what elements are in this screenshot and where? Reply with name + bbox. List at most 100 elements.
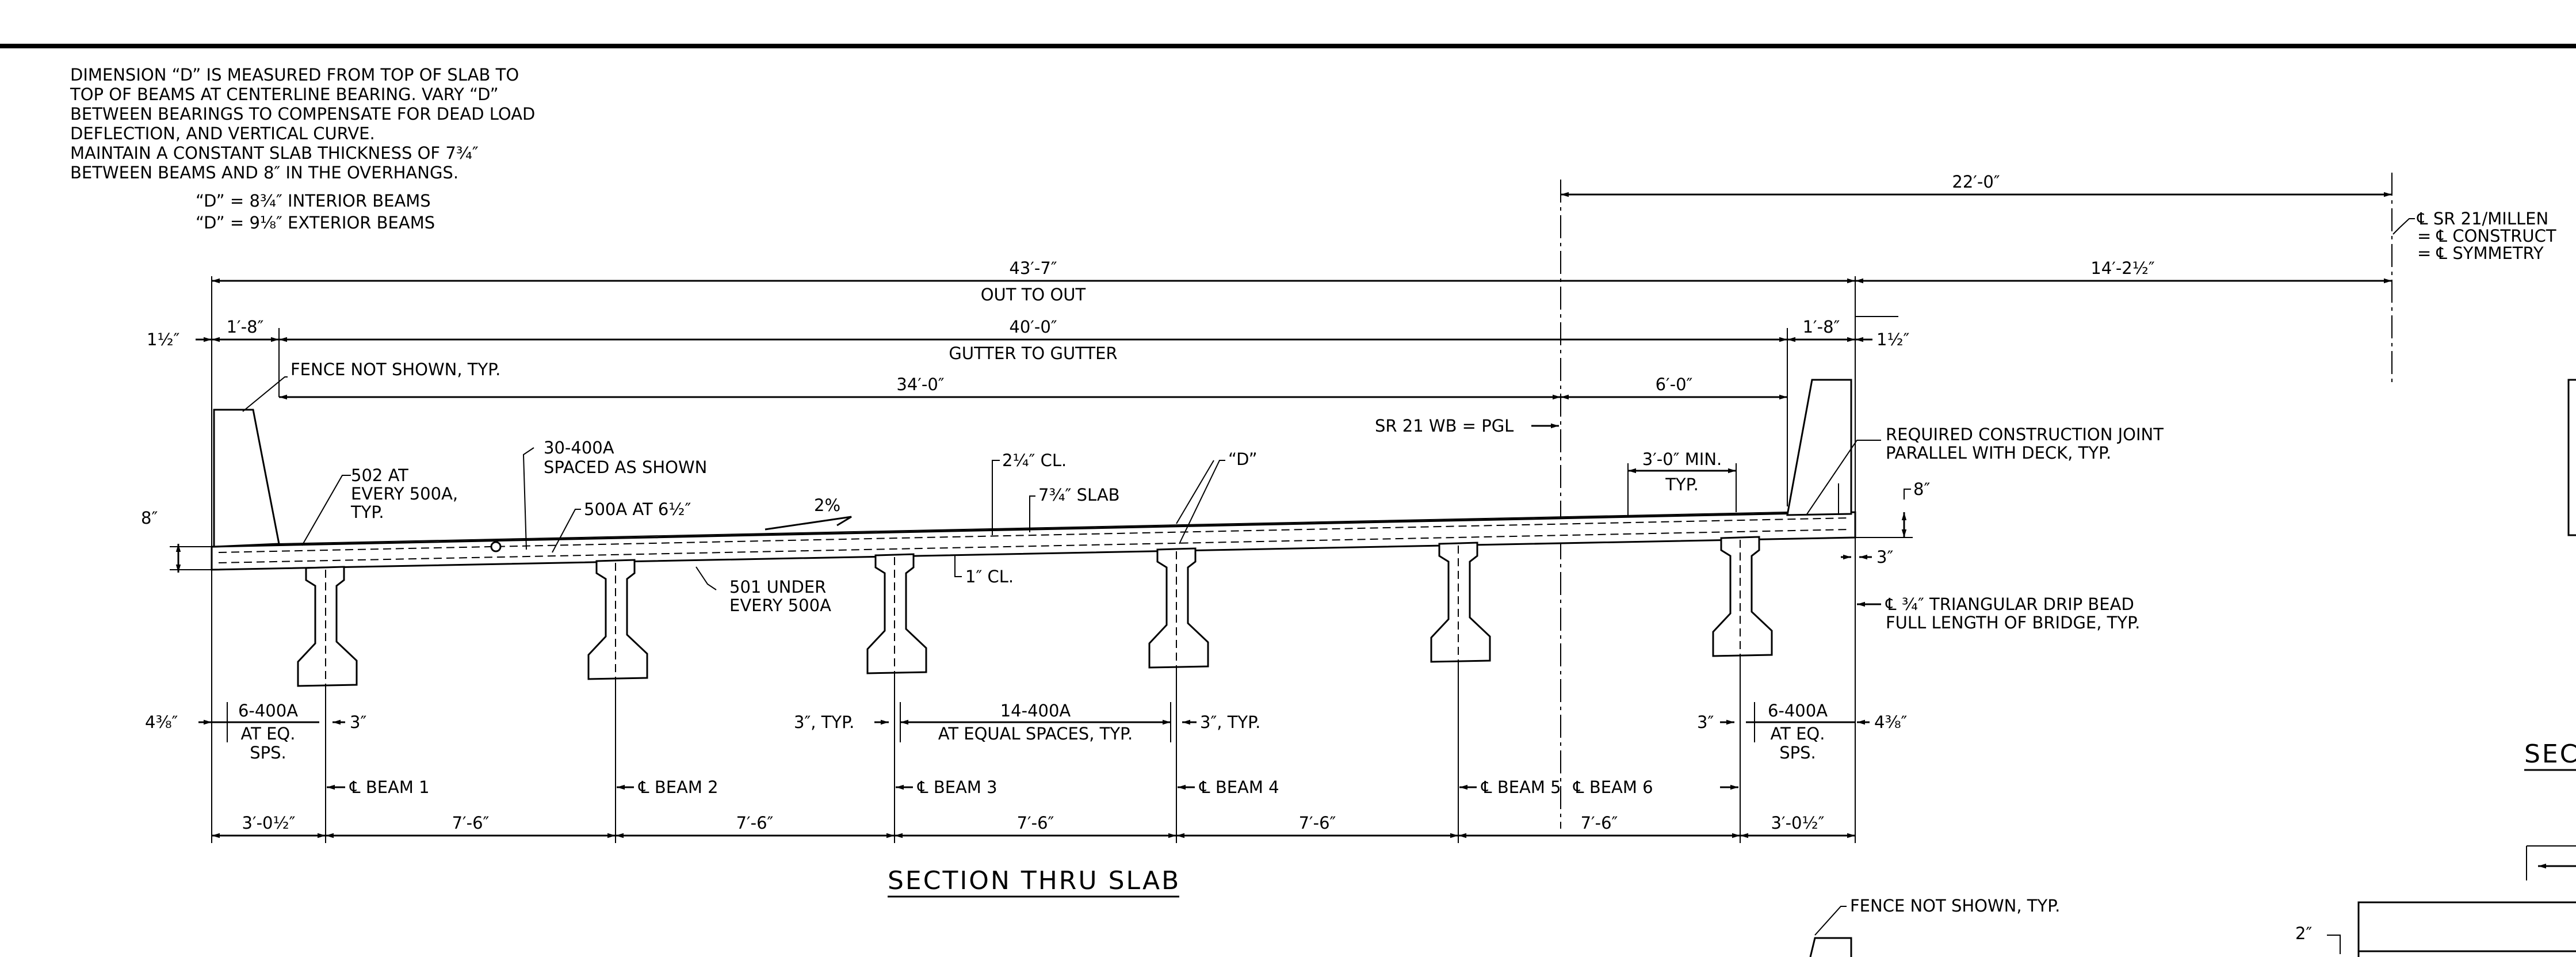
rebar-6-left-label3: SPS.: [250, 743, 286, 762]
beam-4: [1148, 547, 1209, 669]
slab-thickness-label: 7¾″ SLAB: [1038, 485, 1120, 505]
rebar-6-right-label2: AT EQ.: [1771, 724, 1825, 744]
note-line: TOP OF BEAMS AT CENTERLINE BEARING. VARY…: [70, 85, 499, 104]
bottom-reinforcement: [218, 529, 1850, 563]
dim-d-label: “D”: [1228, 449, 1258, 469]
beam-3-label: ℄ BEAM 3: [917, 777, 997, 797]
dim-14ft-label: 14′-2½″: [2090, 258, 2155, 278]
typ-label: TYP.: [1665, 475, 1699, 494]
beam-5-label: ℄ BEAM 5: [1481, 777, 1561, 797]
section-title: SECTION THRU SLAB: [888, 866, 1180, 895]
dim-6ft-label: 6′-0″: [1656, 375, 1693, 394]
slope-arrow: [765, 516, 852, 531]
fence-label: FENCE NOT SHOWN, TYP.: [291, 360, 500, 379]
pgl-label: SR 21 WB = PGL: [1375, 416, 1514, 436]
dim-overhang-right-label: 3′-0½″: [1771, 813, 1825, 833]
note-line: BETWEEN BEAMS AND 8″ IN THE OVERHANGS.: [70, 163, 458, 182]
note-line: MAINTAIN A CONSTANT SLAB THICKNESS OF 7¾…: [70, 143, 479, 163]
beam-3: [866, 553, 927, 674]
rebar-14-label: 14-400A: [1000, 701, 1071, 720]
beam-4-label: ℄ BEAM 4: [1199, 777, 1279, 797]
fence-leader-lower: [1814, 906, 1847, 936]
rebar-500-label: 500A AT 6½″: [584, 500, 691, 519]
dim-3in-right-label: 3″: [1876, 547, 1893, 567]
rebar-14-label2: AT EQUAL SPACES, TYP.: [938, 724, 1133, 744]
deck-slab: [211, 511, 1856, 571]
fence-label-lower: FENCE NOT SHOWN, TYP.: [1850, 896, 2060, 916]
beam-2-label: ℄ BEAM 2: [638, 777, 718, 797]
bridge-centerline-label: ℄ SR 21/MILLEN = ℄ CONSTRUCT = ℄ SYMMETR…: [2392, 209, 2556, 263]
rebar-502-label3: TYP.: [350, 502, 384, 522]
dim-half-left-label: 1½″: [147, 330, 180, 349]
general-notes: DIMENSION “D” IS MEASURED FROM TOP OF SL…: [70, 65, 535, 232]
beam-5: [1430, 542, 1491, 663]
out-to-out-label: OUT TO OUT: [981, 285, 1086, 304]
joint-label2: PARALLEL WITH DECK, TYP.: [1886, 443, 2111, 463]
dim-43ft-label: 43′-7″: [1009, 258, 1057, 278]
dim-438-right-label: 4⅜″: [1874, 712, 1908, 732]
parapet-right: [1786, 379, 1852, 516]
rebar-6-left-label: 6-400A: [238, 701, 298, 720]
dim-spacing-label: 7′-6″: [452, 813, 490, 833]
partial-section-title: SEC: [2524, 739, 2576, 769]
joint-label: REQUIRED CONSTRUCTION JOINT: [1886, 425, 2164, 444]
centerline-text: = ℄ CONSTRUCT: [2417, 226, 2556, 246]
rebar-502-label2: EVERY 500A,: [351, 484, 458, 504]
rebar-501-label2: EVERY 500A: [729, 596, 831, 615]
note-line: DEFLECTION, AND VERTICAL CURVE.: [70, 124, 375, 143]
dim-8in-left-label: 8″: [141, 508, 158, 528]
rebar-6-right-label3: SPS.: [1779, 743, 1816, 762]
beam-1: [297, 566, 358, 687]
dim-spacing-label: 7′-6″: [736, 813, 774, 833]
parapet-lower: [1809, 937, 1852, 957]
dim-1ft8-right-label: 1′-8″: [1803, 317, 1840, 337]
dim-22ft-label: 22′-0″: [1952, 172, 2000, 192]
partial-parapet-right: [2567, 379, 2576, 536]
note-line: BETWEEN BEARINGS TO COMPENSATE FOR DEAD …: [70, 104, 535, 124]
drip-label: ℄ ¾″ TRIANGULAR DRIP BEAD: [1885, 594, 2134, 614]
partial-2in-label: 2″: [2295, 924, 2312, 943]
rebar-6-right-label: 6-400A: [1768, 701, 1828, 720]
drip-label2: FULL LENGTH OF BRIDGE, TYP.: [1886, 613, 2140, 632]
beam-6-label: ℄ BEAM 6: [1573, 777, 1653, 797]
dim-34ft-label: 34′-0″: [896, 375, 944, 394]
beam-1-label: ℄ BEAM 1: [349, 777, 430, 797]
note-line: DIMENSION “D” IS MEASURED FROM TOP OF SL…: [70, 65, 519, 85]
centerline-text: = ℄ SYMMETRY: [2417, 243, 2544, 263]
dim-1ft8-left-label: 1′-8″: [227, 317, 264, 337]
dim-half-right-label: 1½″: [1876, 330, 1910, 349]
dim-40ft-label: 40′-0″: [1009, 317, 1057, 337]
dim-3in-typ-left-label: 3″, TYP.: [794, 712, 854, 732]
beam-6: [1712, 536, 1773, 657]
dim-8in-right-label: 8″: [1913, 479, 1930, 499]
rebar-30-label: 30-400A: [544, 438, 614, 457]
dim-spacing-label: 7′-6″: [1017, 813, 1054, 833]
dim-3in-left-label: 3″: [350, 712, 366, 732]
dim-spacing-label: 7′-6″: [1299, 813, 1336, 833]
clear-cover-bottom-label: 1″ CL.: [965, 567, 1014, 586]
rebar-501-label: 501 UNDER: [729, 577, 826, 597]
dim-spacing-label: 7′-6″: [1581, 813, 1618, 833]
beam-2: [587, 559, 648, 680]
partial-2in-leader: [2327, 935, 2341, 954]
rebar-marker: [490, 541, 502, 552]
overall-dimensions: 22′-0″ 14′-2½″ 43′-7″ OUT TO OUT 40′-0″ …: [147, 172, 2392, 400]
rebar-502-label: 502 AT: [351, 466, 408, 485]
dim-3ft-min-label: 3′-0″ MIN.: [1642, 449, 1722, 469]
beams: [297, 536, 1773, 687]
slab-outline: [211, 511, 1856, 571]
dim-438-left-label: 4⅜″: [145, 712, 178, 732]
beam-labels: ℄ BEAM 1 ℄ BEAM 2 ℄ BEAM 3 ℄ BEAM 4 ℄ BE…: [327, 777, 1738, 797]
parapet-left: [213, 409, 280, 548]
dim-3in-right-beam-label: 3″: [1697, 712, 1714, 732]
dim-8in-right-leader: [1904, 489, 1911, 500]
construction-joint: [278, 512, 1788, 544]
clear-cover-top-label: 2¼″ CL.: [1002, 451, 1067, 470]
partial-slab: [2357, 901, 2576, 957]
gutter-to-gutter-label: GUTTER TO GUTTER: [949, 344, 1117, 363]
dim-3in-typ-right-label: 3″, TYP.: [1200, 712, 1260, 732]
rebar-30-label2: SPACED AS SHOWN: [544, 457, 707, 477]
dim-overhang-left-label: 3′-0½″: [242, 813, 296, 833]
rebar-6-left-label2: AT EQ.: [241, 724, 296, 744]
